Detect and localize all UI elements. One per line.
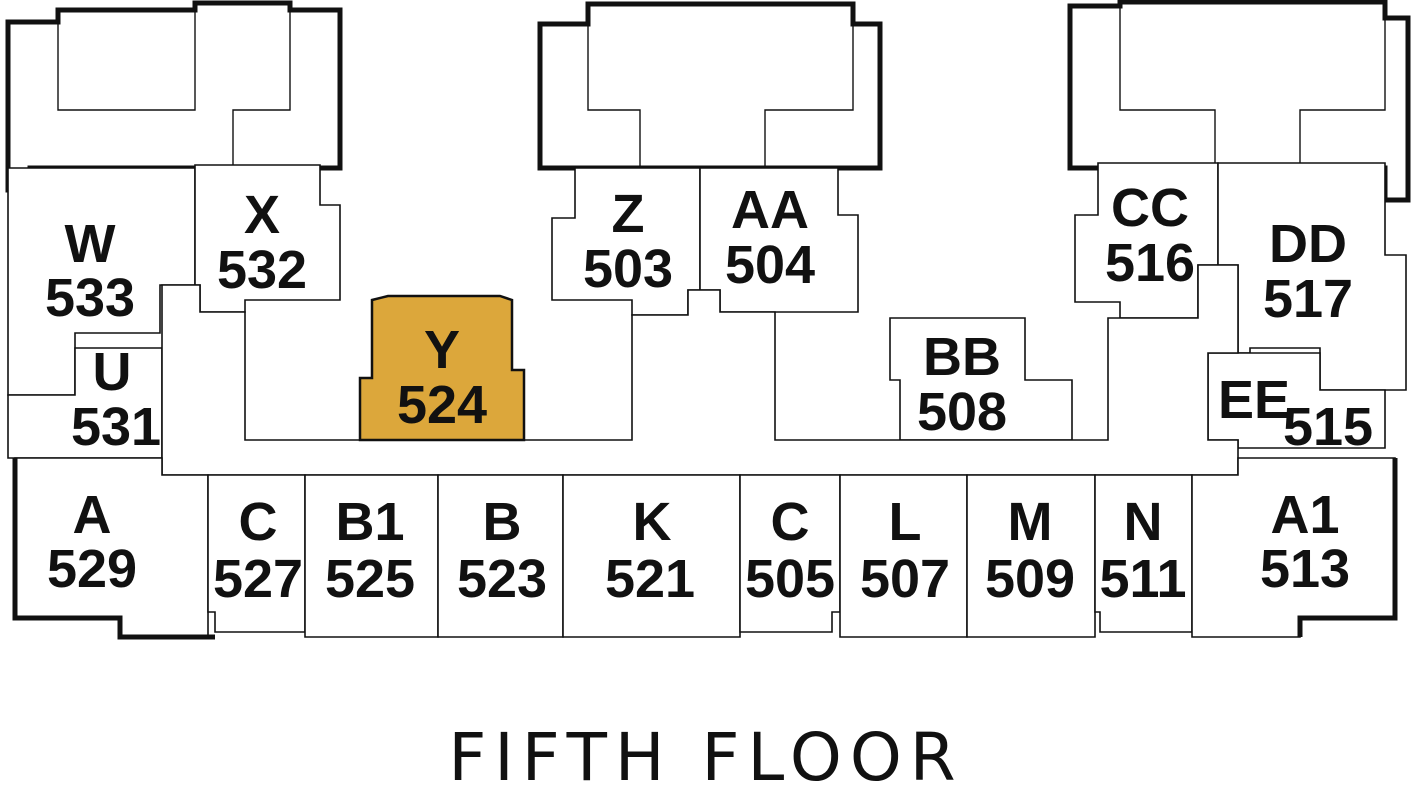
balcony-lines bbox=[57, 6, 1386, 168]
unit-l-number: 507 bbox=[860, 549, 950, 609]
unit-k-letter: K bbox=[633, 492, 672, 552]
upper-units bbox=[7, 162, 1407, 459]
unit-u-number: 531 bbox=[71, 397, 161, 457]
unit-aa-number: 504 bbox=[725, 235, 815, 295]
lower-units bbox=[14, 457, 1396, 638]
unit-w-number: 533 bbox=[45, 268, 135, 328]
unit-y-shape[interactable] bbox=[358, 294, 526, 442]
unit-n-number: 511 bbox=[1099, 549, 1186, 609]
unit-a1-number: 513 bbox=[1260, 539, 1350, 599]
unit-ee-letter: EE bbox=[1218, 370, 1290, 430]
unit-c505-letter: C bbox=[771, 492, 810, 552]
unit-x-letter: X bbox=[244, 185, 280, 245]
unit-y-number: 524 bbox=[397, 375, 487, 435]
unit-b-number: 523 bbox=[457, 549, 547, 609]
unit-m-number: 509 bbox=[985, 549, 1075, 609]
unit-b1-letter: B1 bbox=[335, 492, 404, 552]
unit-b-letter: B bbox=[483, 492, 522, 552]
unit-dd-number: 517 bbox=[1263, 269, 1353, 329]
unit-dd-letter: DD bbox=[1269, 214, 1347, 274]
unit-c505-number: 505 bbox=[745, 549, 835, 609]
unit-bb-letter: BB bbox=[923, 327, 1001, 387]
floor-title: FIFTH FLOOR bbox=[448, 719, 963, 796]
unit-m-letter: M bbox=[1008, 492, 1053, 552]
unit-z-number: 503 bbox=[583, 239, 673, 299]
unit-aa-letter: AA bbox=[731, 180, 809, 240]
unit-b1-number: 525 bbox=[325, 549, 415, 609]
unit-ee-number: 515 bbox=[1283, 397, 1373, 457]
unit-x-number: 532 bbox=[217, 240, 307, 300]
unit-y-letter: Y bbox=[424, 320, 460, 380]
unit-m-shape bbox=[966, 474, 1096, 638]
unit-c527-letter: C bbox=[239, 492, 278, 552]
unit-z-letter: Z bbox=[612, 184, 645, 244]
unit-k-number: 521 bbox=[605, 549, 695, 609]
unit-cc-number: 516 bbox=[1105, 233, 1195, 293]
unit-a-number: 529 bbox=[47, 539, 137, 599]
unit-a-letter: A bbox=[73, 485, 112, 545]
unit-l-letter: L bbox=[889, 492, 922, 552]
unit-labels: W 533 X 532 Y 524 Z 503 AA 504 BB 508 CC… bbox=[45, 178, 1373, 609]
unit-bb-number: 508 bbox=[917, 382, 1007, 442]
unit-k-shape bbox=[562, 474, 741, 638]
unit-c527-number: 527 bbox=[213, 549, 303, 609]
unit-w-letter: W bbox=[65, 214, 116, 274]
unit-n-letter: N bbox=[1124, 492, 1163, 552]
unit-a1-letter: A1 bbox=[1270, 485, 1339, 545]
unit-cc-letter: CC bbox=[1111, 178, 1189, 238]
unit-u-letter: U bbox=[93, 342, 132, 402]
